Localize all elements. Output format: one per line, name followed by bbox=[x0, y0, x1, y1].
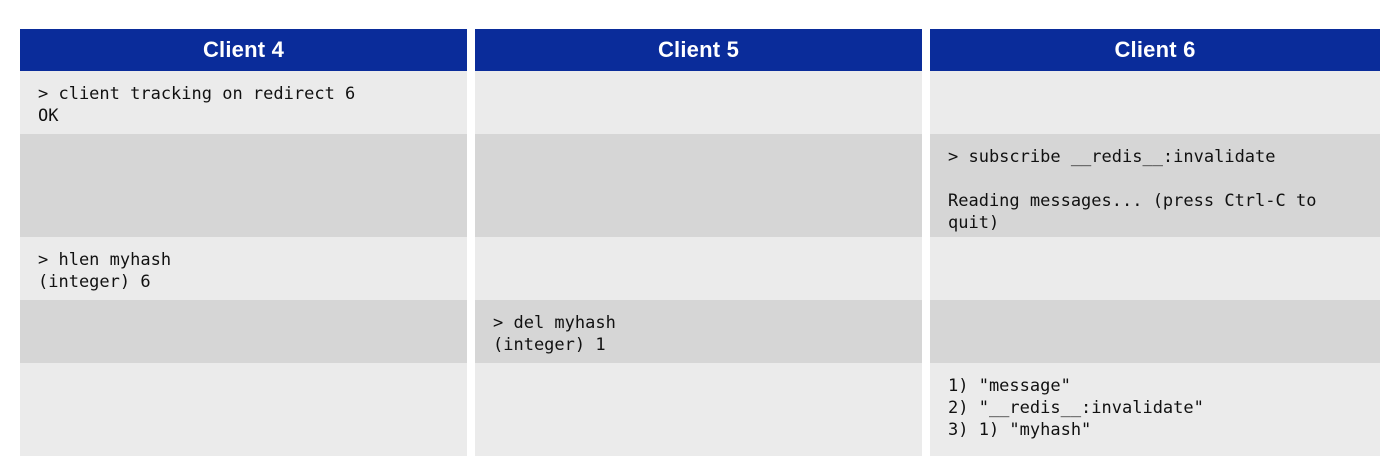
cell-row3-client4: > hlen myhash (integer) 6 bbox=[20, 237, 467, 300]
cell-row1-client4: > client tracking on redirect 6 OK bbox=[20, 71, 467, 134]
column-header-client-4: Client 4 bbox=[20, 29, 467, 71]
cell-row4-client4 bbox=[20, 300, 467, 363]
cell-row2-client4 bbox=[20, 134, 467, 237]
cell-row3-client5 bbox=[475, 237, 922, 300]
cell-row4-client6 bbox=[930, 300, 1380, 363]
cell-row2-client6: > subscribe __redis__:invalidate Reading… bbox=[930, 134, 1380, 237]
column-header-client-6: Client 6 bbox=[930, 29, 1380, 71]
cell-row1-client6 bbox=[930, 71, 1380, 134]
client-timeline-table: Client 4 Client 5 Client 6 > client trac… bbox=[20, 29, 1380, 456]
cell-row2-client5 bbox=[475, 134, 922, 237]
cell-row4-client5: > del myhash (integer) 1 bbox=[475, 300, 922, 363]
cell-row3-client6 bbox=[930, 237, 1380, 300]
cell-row5-client5 bbox=[475, 363, 922, 456]
cell-row5-client6: 1) "message" 2) "__redis__:invalidate" 3… bbox=[930, 363, 1380, 456]
cell-row1-client5 bbox=[475, 71, 922, 134]
cell-row5-client4 bbox=[20, 363, 467, 456]
column-header-client-5: Client 5 bbox=[475, 29, 922, 71]
